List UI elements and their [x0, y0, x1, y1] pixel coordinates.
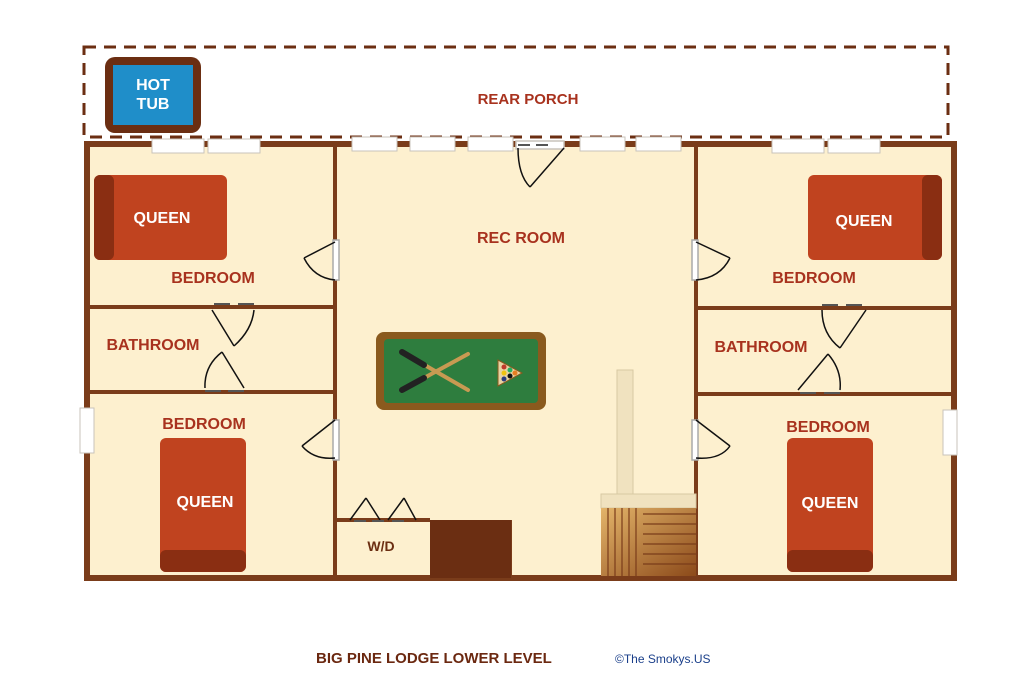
room-label-bedroom-right-bottom: BEDROOM — [786, 419, 870, 436]
cue-sticks-icon — [399, 349, 470, 393]
room-label-bathroom-left: BATHROOM — [106, 337, 199, 354]
bed-label-left-bottom: QUEEN — [177, 494, 234, 511]
room-label-washer-dryer: W/D — [367, 538, 394, 554]
interior-doors — [204, 239, 867, 522]
rear-porch-label: REAR PORCH — [478, 91, 579, 108]
hot-tub: HOT TUB — [105, 57, 201, 133]
room-label-bedroom-left-bottom: BEDROOM — [162, 416, 246, 433]
room-label-rec-room: REC ROOM — [477, 230, 565, 247]
room-label-bedroom-left-top: BEDROOM — [171, 270, 255, 287]
plan-caption: BIG PINE LODGE LOWER LEVEL — [316, 650, 552, 667]
closet-block — [430, 520, 511, 578]
floor-plan: HOT TUB REAR PORCH — [79, 45, 958, 581]
bed-label-right-bottom: QUEEN — [802, 495, 859, 512]
staircase — [600, 369, 697, 576]
bed-left-top — [94, 175, 227, 260]
bed-left-bottom — [160, 438, 246, 572]
copyright-notice: ©The Smokys.US — [615, 652, 711, 666]
pool-table — [376, 332, 546, 410]
room-label-bathroom-right: BATHROOM — [714, 339, 807, 356]
windows — [79, 136, 958, 456]
ball-rack-icon — [497, 359, 524, 387]
bed-right-bottom — [787, 438, 873, 572]
patio-door — [515, 140, 565, 188]
hot-tub-label-line2: TUB — [137, 96, 170, 113]
room-label-bedroom-right-top: BEDROOM — [772, 270, 856, 287]
bed-right-top — [808, 175, 942, 260]
rear-porch-outline — [82, 45, 950, 139]
hot-tub-label-line1: HOT — [136, 77, 170, 94]
bed-label-right-top: QUEEN — [836, 213, 893, 230]
bed-label-left-top: QUEEN — [134, 210, 191, 227]
